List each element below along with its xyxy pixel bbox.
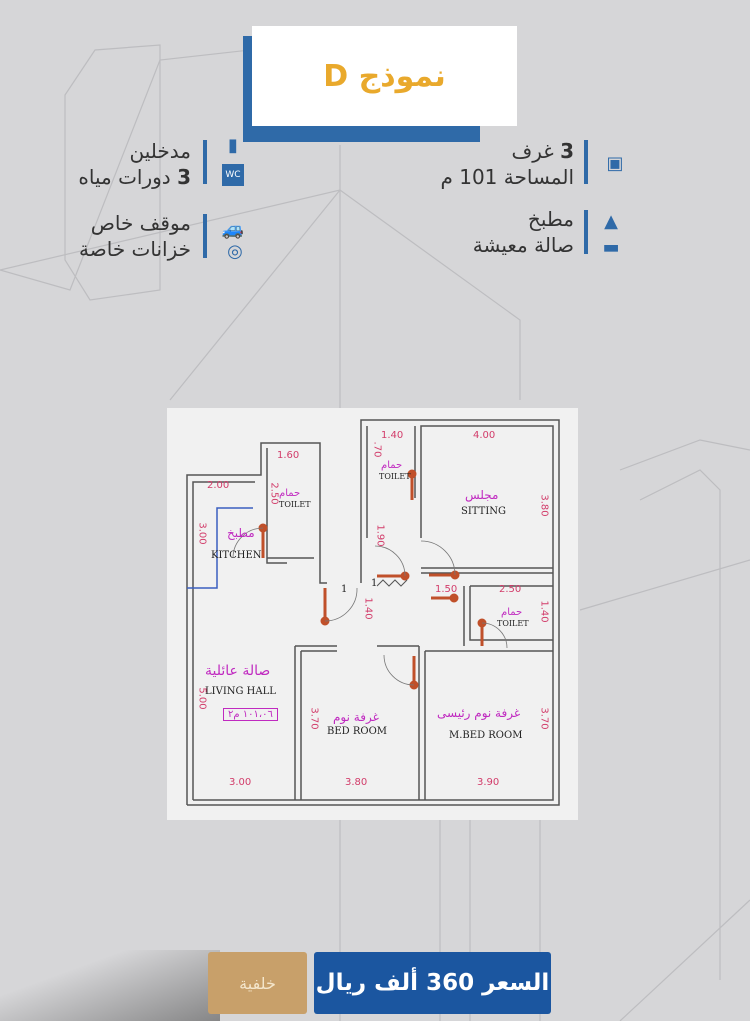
wc-icon: WC (222, 164, 244, 186)
dim-label: 3.80 (538, 494, 550, 517)
dim-label: 1.50 (435, 584, 458, 595)
dim-label: 3.90 (477, 777, 500, 788)
title-card: نموذج D (252, 26, 517, 126)
dim-label: 3.00 (229, 777, 252, 788)
floor-plan: 2.00 1.60 2.50 3.00 1.40 4.00 .70 3.80 1… (167, 408, 578, 820)
door-mark: 1 (341, 584, 348, 595)
room-label: TOILET (279, 500, 311, 509)
entrances-text: مدخلين (129, 139, 191, 163)
dim-label: 2.50 (499, 584, 522, 595)
room-label: KITCHEN (211, 550, 262, 561)
feature-rooms-area: 3 غرف المساحة 101 م (440, 138, 574, 190)
dim-label: 1.40 (362, 597, 374, 620)
door-mark: 1 (371, 578, 378, 589)
divider (203, 214, 207, 258)
room-label: LIVING HALL (205, 686, 276, 697)
room-label: TOILET (379, 472, 411, 481)
room-label: M.BED ROOM (449, 730, 523, 741)
dim-label: 3.00 (196, 522, 208, 545)
door-icon: ▮ (228, 134, 238, 156)
parking-text: موقف خاص (90, 211, 191, 235)
room-label-ar: مجلس (465, 488, 499, 502)
dim-label: 1.60 (277, 450, 300, 461)
dim-label: .70 (371, 441, 383, 458)
area-text: المساحة 101 م (440, 165, 574, 189)
living-text: صالة معيشة (472, 233, 574, 257)
tanks-text: خزانات خاصة (79, 237, 191, 261)
dim-label: 1.90 (374, 524, 386, 547)
kitchen-text: مطبخ (527, 207, 574, 231)
car-icon: 🚙 (221, 218, 245, 240)
room-label-ar: حمام (501, 607, 523, 618)
dim-label: 2.00 (207, 480, 230, 491)
dim-label: 3.70 (308, 707, 320, 730)
dim-label: 1.40 (381, 430, 404, 441)
rooms-label: غرف (511, 139, 554, 163)
room-label: BED ROOM (327, 726, 388, 737)
room-label-ar: حمام (279, 488, 301, 499)
page-title: نموذج D (323, 58, 446, 94)
room-label-ar: صالة عائلية (205, 663, 271, 679)
feature-parking-tanks: موقف خاص خزانات خاصة (79, 210, 191, 262)
room-label: TOILET (497, 619, 529, 628)
tank-icon: ◎ (227, 240, 243, 262)
dim-label: 2.50 (268, 482, 280, 505)
corner-shadow (0, 950, 220, 1021)
room-label-ar: غرفة نوم رئيسى (437, 706, 521, 720)
rooms-count: 3 (560, 139, 574, 163)
room-label-ar: حمام (381, 460, 403, 471)
divider (584, 140, 588, 184)
kitchen-apron-icon: ▲ (604, 210, 618, 232)
price-button[interactable]: السعر 360 ألف ريال (314, 952, 551, 1014)
background-button[interactable]: خلفية (208, 952, 307, 1014)
bathrooms-count: 3 (177, 165, 191, 189)
dim-label: 3.80 (345, 777, 368, 788)
living-area-box: ١٠١،٠٦ م٢ (223, 708, 278, 721)
room-label-ar: غرفة نوم (333, 710, 379, 724)
divider (203, 140, 207, 184)
room-label-ar: مطبخ (227, 526, 255, 540)
sofa-icon: ▬ (602, 236, 620, 258)
dim-label: 1.40 (538, 600, 550, 623)
room-label: SITTING (461, 506, 507, 517)
dim-label: 3.70 (538, 707, 550, 730)
feature-entrances-baths: مدخلين 3 دورات مياه (78, 138, 191, 190)
divider (584, 210, 588, 254)
bathrooms-label: دورات مياه (78, 165, 171, 189)
floor-plan-walls (186, 419, 560, 806)
dim-label: 4.00 (473, 430, 496, 441)
feature-kitchen-living: مطبخ صالة معيشة (473, 206, 574, 258)
bed-icon: ▣ (606, 152, 624, 174)
